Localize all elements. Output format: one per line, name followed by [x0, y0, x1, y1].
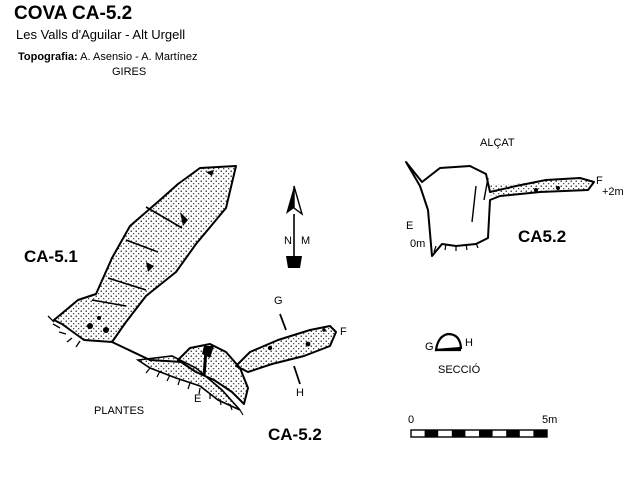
- elevation-point-e: E: [406, 220, 414, 232]
- cross-section: [434, 332, 463, 352]
- elevation-e-depth: 0m: [410, 238, 426, 250]
- plan-point-h: H: [296, 387, 304, 399]
- section-label: SECCIÓ: [438, 364, 481, 376]
- section-point-g: G: [425, 341, 434, 353]
- map-title: COVA CA-5.2: [14, 3, 133, 24]
- organization-credit: GIRES: [112, 66, 147, 78]
- scale-end-label: 5m: [542, 414, 558, 426]
- section-point-h: H: [465, 337, 473, 349]
- cave-ca52-plan: [177, 313, 337, 405]
- topography-label: Topografia:: [18, 51, 78, 63]
- scale-bar: [410, 429, 548, 438]
- cave-ca51-plan: [47, 165, 237, 348]
- connecting-slope: [111, 341, 244, 416]
- north-label: N: [284, 235, 292, 247]
- topography-credit: Topografia: A. Asensio - A. Martínez: [18, 51, 198, 63]
- plan-point-e: E: [194, 393, 202, 405]
- plan-point-g: G: [274, 295, 283, 307]
- elevation-point-f: F: [596, 175, 603, 187]
- cave-ca51-label: CA-5.1: [24, 247, 78, 266]
- plan-point-f: F: [340, 326, 347, 338]
- magnetic-label: M: [301, 235, 311, 247]
- elevation-profile: [405, 161, 595, 257]
- topography-authors: A. Asensio - A. Martínez: [80, 51, 198, 63]
- north-arrow: [286, 185, 304, 268]
- elevation-cave-label: CA5.2: [518, 227, 567, 246]
- scale-start-label: 0: [408, 414, 415, 426]
- map-subtitle: Les Valls d'Aguilar - Alt Urgell: [16, 27, 186, 42]
- plan-label: PLANTES: [94, 405, 145, 417]
- elevation-label: ALÇAT: [480, 137, 515, 149]
- elevation-f-depth: +2m: [602, 186, 624, 198]
- cave-ca52-label: CA-5.2: [268, 425, 322, 444]
